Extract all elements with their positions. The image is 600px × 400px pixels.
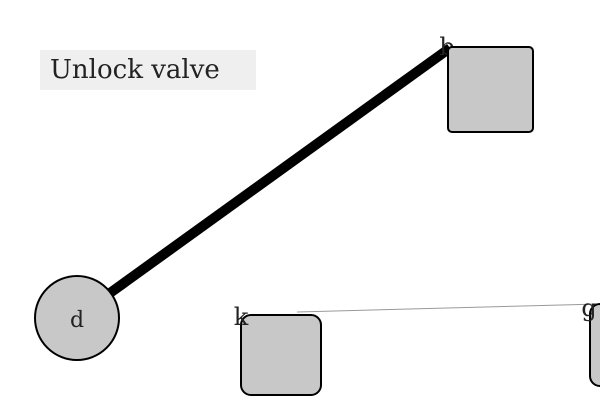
link-k-g[interactable]: [296, 303, 600, 313]
node-k-label: k: [234, 303, 249, 331]
node-d-label: d: [70, 308, 84, 333]
node-g-label: g: [581, 294, 596, 322]
node-b[interactable]: b: [439, 33, 534, 133]
node-g-box[interactable]: [589, 303, 600, 387]
link-d-b[interactable]: [107, 43, 453, 298]
instruction-label: Unlock valve: [40, 50, 256, 90]
node-g[interactable]: g: [581, 294, 600, 387]
node-b-box[interactable]: [447, 46, 534, 133]
node-k-box[interactable]: [240, 314, 322, 396]
node-d-circle[interactable]: [34, 275, 120, 361]
node-k[interactable]: k: [234, 303, 322, 396]
node-d[interactable]: d: [34, 275, 120, 361]
